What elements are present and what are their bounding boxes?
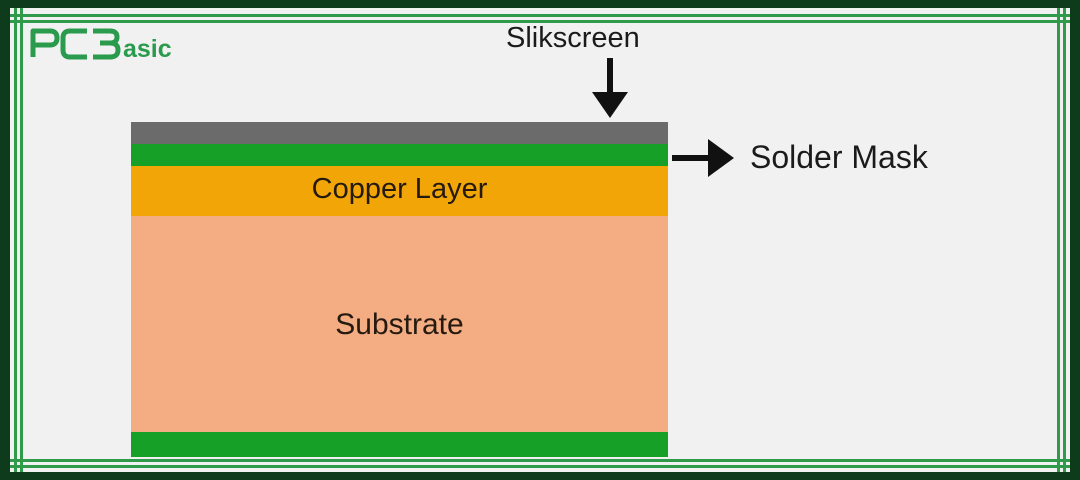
frame-rule-left-inner — [20, 8, 23, 472]
arrow-right-icon — [672, 139, 734, 177]
frame-rule-bottom — [10, 465, 1070, 468]
arrow-down-icon — [592, 58, 628, 118]
frame-rule-right-inner — [1057, 8, 1060, 472]
copper-layer: Copper Layer — [131, 166, 668, 216]
solder-mask-callout-label: Solder Mask — [750, 139, 928, 175]
logo-wordmark: asic — [123, 35, 172, 60]
solder-mask-layer-bottom — [131, 432, 668, 457]
frame-rule-bottom-inner — [10, 459, 1070, 462]
frame-rule-top — [10, 14, 1070, 17]
frame-rule-left — [14, 8, 17, 472]
frame-rule-top-inner — [10, 20, 1070, 23]
pcbasic-logo: asic — [30, 28, 172, 60]
copper-layer-label: Copper Layer — [311, 173, 488, 205]
silkscreen-callout-label: Slikscreen — [506, 22, 640, 54]
silkscreen-layer — [131, 122, 668, 144]
substrate-label: Substrate — [335, 308, 464, 341]
solder-mask-layer-top — [131, 144, 668, 166]
substrate-layer: Substrate — [131, 216, 668, 432]
frame-rule-right — [1063, 8, 1066, 472]
